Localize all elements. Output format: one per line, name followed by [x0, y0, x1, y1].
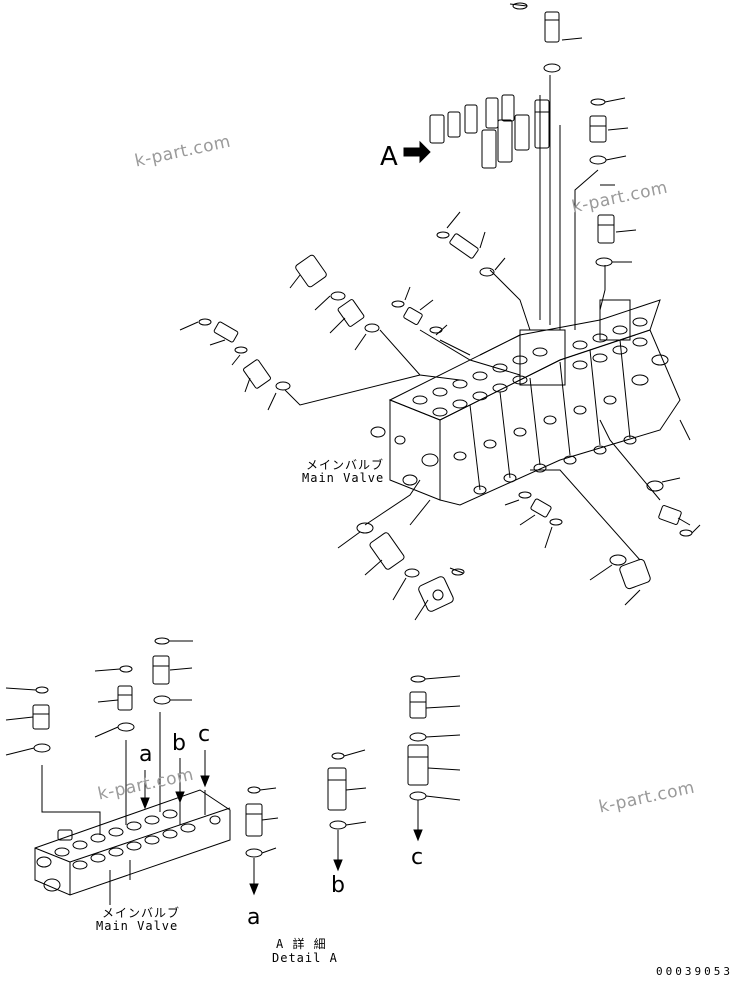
- detail-port-letter-b: b: [331, 873, 345, 898]
- main-callout-ticks: [180, 4, 700, 620]
- detail-ref-letter-b: b: [172, 731, 186, 756]
- detail-valve-label-jp: メインバルブ: [102, 906, 181, 920]
- detail-ref-letter-c: c: [198, 722, 211, 747]
- detail-valve-label-en: Main Valve: [96, 919, 179, 933]
- view-arrow-a: [404, 142, 430, 162]
- detail-callout-ticks: [6, 641, 460, 853]
- detail-ref-letter-a: a: [139, 742, 153, 767]
- detail-caption-jp: A 詳 細: [276, 937, 327, 951]
- detail-valve-body: [35, 790, 230, 895]
- main-valve-label-en: Main Valve: [302, 471, 385, 485]
- drawing-number: 00039053: [656, 965, 733, 978]
- detail-port-letter-a: a: [247, 905, 261, 930]
- detail-leader-lines: [42, 712, 209, 905]
- detail-caption-en: Detail A: [272, 951, 338, 965]
- main-fittings: [199, 3, 692, 613]
- view-label-a: A: [380, 142, 398, 172]
- detail-port-letter-c: c: [411, 845, 424, 870]
- main-valve-label-jp: メインバルブ: [306, 458, 385, 472]
- main-valve-body: [371, 300, 680, 505]
- detail-valve-ports: [37, 810, 220, 891]
- main-leader-lines: [285, 75, 690, 560]
